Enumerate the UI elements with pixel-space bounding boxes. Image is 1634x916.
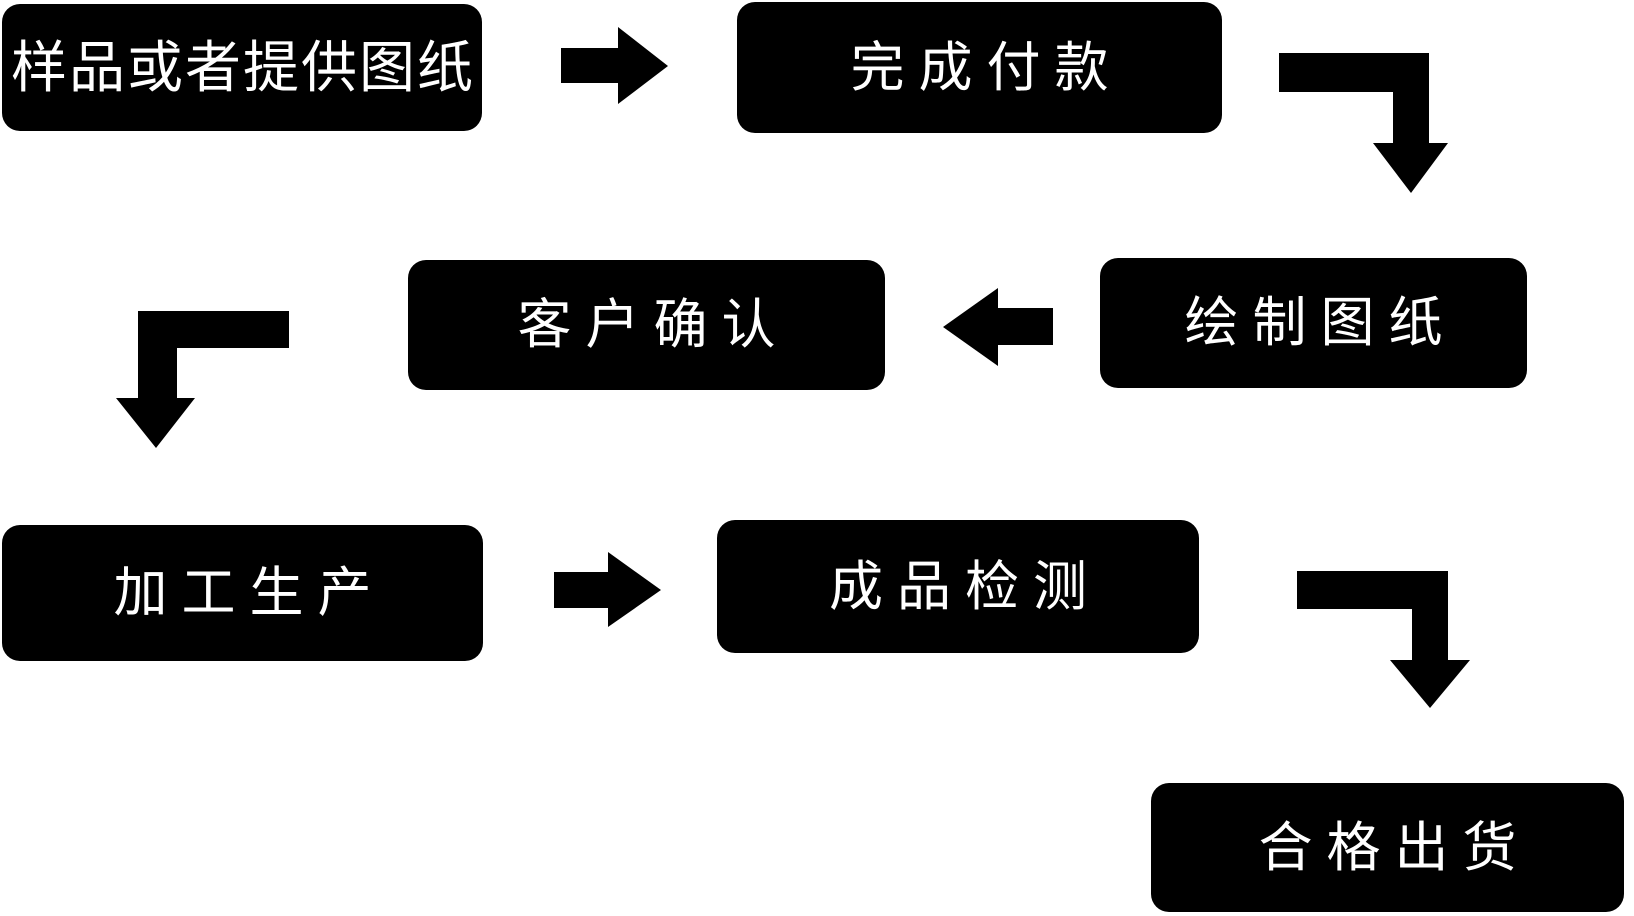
- arrow-elbow-down-icon: [1279, 53, 1448, 193]
- node-label: 合格出货: [1258, 817, 1531, 878]
- node-complete-payment: 完成付款: [737, 2, 1222, 133]
- arrow-right-icon: [554, 552, 661, 627]
- node-qualified-shipment: 合格出货: [1151, 783, 1624, 912]
- node-label: 绘制图纸: [1184, 293, 1457, 353]
- node-customer-confirmation: 客户确认: [408, 260, 885, 390]
- node-label: 客户确认: [517, 295, 790, 355]
- arrow-left-icon: [943, 288, 1053, 366]
- node-label: 样品或者提供图纸: [11, 35, 475, 99]
- node-label: 完成付款: [850, 37, 1123, 98]
- arrow-elbow-down-icon: [116, 311, 289, 448]
- node-finished-product-inspection: 成品检测: [717, 520, 1199, 653]
- node-label: 成品检测: [829, 556, 1101, 617]
- node-label: 加工生产: [113, 563, 386, 623]
- node-draw-drawings: 绘制图纸: [1100, 258, 1527, 388]
- node-processing-production: 加工生产: [2, 525, 483, 661]
- arrow-elbow-down-icon: [1297, 571, 1470, 708]
- arrow-right-icon: [561, 27, 668, 104]
- node-sample-or-drawings: 样品或者提供图纸: [2, 4, 482, 131]
